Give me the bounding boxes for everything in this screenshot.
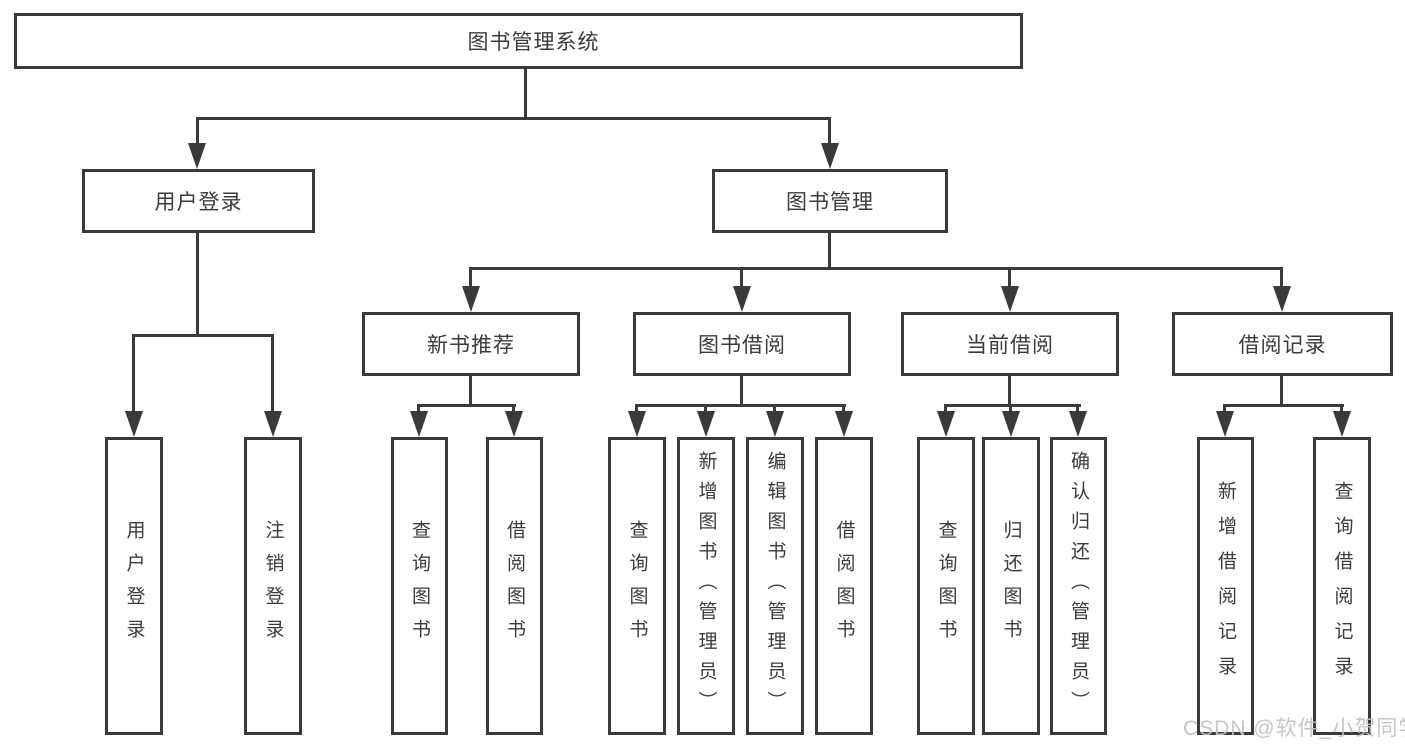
connector-stem [1008, 267, 1011, 290]
arrow-down-icon [628, 411, 646, 437]
arrow-down-icon [766, 411, 784, 437]
arrow-down-icon [505, 411, 523, 437]
leaf-query-books: 查询图书 [608, 437, 666, 735]
leaf-edit-books-admin: 编辑图书（管理员） [746, 437, 804, 735]
connector-stem [1340, 404, 1343, 416]
connector-stem [469, 267, 472, 290]
node-label: 新书推荐 [427, 334, 515, 357]
arrow-down-icon [821, 143, 839, 169]
connector-root-rail [196, 117, 831, 120]
node-borrow-records: 借阅记录 [1172, 312, 1393, 376]
connector-stem [1009, 404, 1012, 416]
leaf-add-books-admin: 新增图书（管理员） [677, 437, 735, 735]
csdn-watermark: CSDN @软件_小贺同学 [1183, 717, 1405, 740]
arrow-down-icon [264, 411, 282, 437]
arrow-down-icon [697, 411, 715, 437]
node-current-borrow: 当前借阅 [901, 312, 1119, 376]
leaf-label: 借阅图书 [833, 520, 855, 652]
leaf-confirm-return-admin: 确认归还（管理员） [1050, 437, 1107, 735]
connector-stem [828, 117, 831, 150]
node-label: 当前借阅 [966, 334, 1054, 357]
leaf-label: 新增借阅记录 [1215, 481, 1236, 691]
node-label: 图书管理 [786, 191, 874, 214]
connector-trunk [740, 375, 743, 407]
arrow-down-icon [1002, 411, 1020, 437]
arrow-down-icon [1069, 411, 1087, 437]
connector-stem [704, 404, 707, 416]
arrow-down-icon [125, 411, 143, 437]
leaf-query-books: 查询图书 [917, 437, 975, 735]
connector-book-mgmt-rail [469, 267, 1283, 270]
connector-stem [944, 404, 947, 416]
connector-user-login-trunk [196, 232, 199, 337]
leaf-label: 查询图书 [935, 520, 957, 652]
leaf-borrow-books: 借阅图书 [486, 437, 543, 735]
arrow-down-icon [1273, 286, 1291, 312]
leaf-label: 确认归还（管理员） [1068, 451, 1089, 721]
arrow-down-icon [733, 286, 751, 312]
connector-rail [417, 404, 516, 407]
leaf-label: 归还图书 [1000, 520, 1022, 652]
leaf-label: 查询图书 [409, 520, 430, 652]
node-book-management: 图书管理 [712, 169, 948, 233]
connector-stem [196, 117, 199, 150]
leaf-query-borrow-record: 查询借阅记录 [1313, 437, 1371, 735]
leaf-logout: 注销登录 [244, 437, 302, 735]
arrow-down-icon [410, 411, 428, 437]
leaf-label: 用户登录 [123, 520, 145, 652]
node-library-system: 图书管理系统 [14, 13, 1023, 69]
connector-rail [1223, 404, 1344, 407]
connector-stem [740, 267, 743, 290]
leaf-user-login: 用户登录 [105, 437, 163, 735]
connector-trunk [1008, 375, 1011, 407]
arrow-down-icon [937, 411, 955, 437]
connector-stem [512, 404, 515, 416]
connector-trunk [1280, 375, 1283, 407]
connector-stem [1076, 404, 1079, 416]
leaf-label: 查询借阅记录 [1331, 481, 1353, 691]
connector-stem [1280, 267, 1283, 290]
leaf-query-books: 查询图书 [391, 437, 448, 735]
leaf-return-books: 归还图书 [982, 437, 1040, 735]
connector-rail [635, 404, 846, 407]
connector-stem [1223, 404, 1226, 416]
connector-stem [417, 404, 420, 416]
connector-rail [944, 404, 1081, 407]
arrow-down-icon [1001, 286, 1019, 312]
leaf-borrow-books: 借阅图书 [815, 437, 873, 735]
connector-stem [635, 404, 638, 416]
connector-root-trunk [524, 68, 527, 120]
connector-stem [773, 404, 776, 416]
connector-trunk [469, 375, 472, 407]
leaf-label: 注销登录 [262, 520, 284, 652]
connector-stem [271, 334, 274, 414]
connector-user-login-rail [132, 334, 274, 337]
node-user-login: 用户登录 [82, 169, 315, 233]
node-label: 用户登录 [154, 191, 243, 214]
arrow-down-icon [835, 411, 853, 437]
node-book-borrow: 图书借阅 [633, 312, 851, 376]
connector-stem [132, 334, 135, 414]
node-label: 图书管理系统 [467, 31, 600, 54]
arrow-down-icon [188, 143, 206, 169]
node-new-book-recommend: 新书推荐 [362, 312, 580, 376]
arrow-down-icon [462, 286, 480, 312]
arrow-down-icon [1333, 411, 1351, 437]
leaf-label: 新增图书（管理员） [695, 451, 717, 721]
node-label: 借阅记录 [1238, 334, 1327, 357]
leaf-label: 借阅图书 [504, 520, 525, 652]
node-label: 图书借阅 [698, 334, 786, 357]
leaf-label: 查询图书 [626, 520, 648, 652]
connector-stem [842, 404, 845, 416]
leaf-label: 编辑图书（管理员） [764, 451, 786, 721]
arrow-down-icon [1216, 411, 1234, 437]
connector-book-mgmt-trunk [828, 232, 831, 270]
leaf-add-borrow-record: 新增借阅记录 [1197, 437, 1254, 735]
